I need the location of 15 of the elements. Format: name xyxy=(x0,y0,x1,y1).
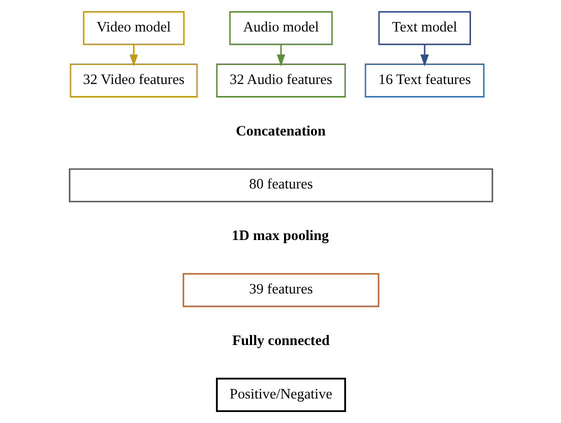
node-box: 80 features xyxy=(68,168,493,202)
node-box: Text model xyxy=(378,11,470,46)
node-box: 32 Audio features xyxy=(216,64,346,98)
label: Concatenation xyxy=(235,123,326,140)
label: 1D max pooling xyxy=(231,228,328,244)
node-box: Audio model xyxy=(228,11,332,46)
arrow xyxy=(276,44,285,66)
arrow xyxy=(129,44,138,66)
node-box: 32 Video features xyxy=(69,64,198,98)
arrow xyxy=(420,44,428,66)
node-box: Video model xyxy=(82,11,184,46)
node-box: Positive/Negative xyxy=(215,378,346,412)
node-box: 16 Text features xyxy=(364,64,484,98)
node-box: 39 features xyxy=(182,273,379,308)
label: Fully connected xyxy=(232,333,330,350)
